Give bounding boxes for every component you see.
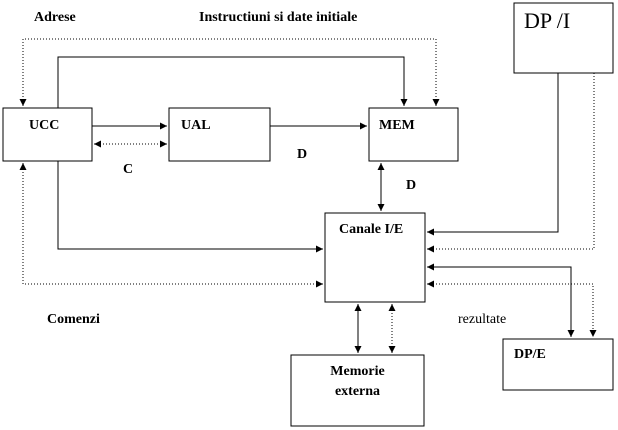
canale-dpe-dotted-line xyxy=(427,280,597,337)
adrese-dotted-line xyxy=(19,38,440,106)
ucc-canale-line xyxy=(57,161,323,253)
mem-label: MEM xyxy=(379,118,415,133)
dpi-canale-line xyxy=(427,73,559,236)
dpe-box xyxy=(502,338,614,391)
ucc-label: UCC xyxy=(29,118,60,133)
comenzi-label: Comenzi xyxy=(47,312,100,327)
memorie-box xyxy=(290,354,425,427)
c-label: C xyxy=(123,162,134,177)
canale-box xyxy=(324,212,426,303)
dpi-box xyxy=(513,2,614,74)
canale-label: Canale I/E xyxy=(339,222,404,237)
dpi-label: DP /I xyxy=(524,8,571,33)
mem-box xyxy=(368,107,459,162)
ucc-box xyxy=(2,107,93,162)
memorie-label-line1: Memorie xyxy=(330,364,385,379)
comenzi-dotted-line xyxy=(19,163,323,288)
adrese-label: Adrese xyxy=(34,10,76,25)
memorie-label-line2: externa xyxy=(334,384,381,399)
instructiuni-label: Instructiuni si date initiale xyxy=(199,10,358,25)
dpe-label: DP/E xyxy=(514,347,546,362)
instructiuni-line xyxy=(57,56,408,108)
rezultate-label: rezultate xyxy=(458,312,507,327)
d-label-side: D xyxy=(406,178,417,193)
d-label-top: D xyxy=(297,147,308,162)
ual-box xyxy=(168,107,271,162)
ual-label: UAL xyxy=(181,118,211,133)
